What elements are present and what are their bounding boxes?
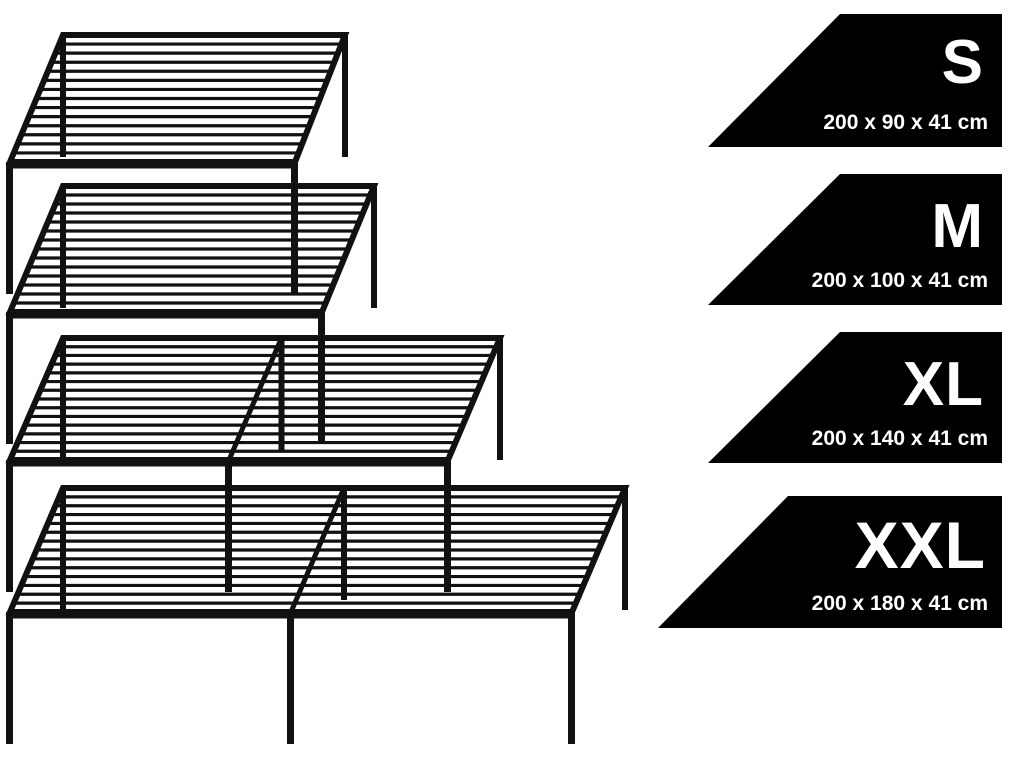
size-dimensions: 200 x 180 x 41 cm xyxy=(811,592,988,615)
size-label-s: S 200 x 90 x 41 cm xyxy=(708,14,1002,147)
size-dimensions: 200 x 90 x 41 cm xyxy=(823,111,988,134)
bed-frame-xl xyxy=(5,335,505,592)
bed-frame-xxl xyxy=(5,485,630,744)
bed-frame-m xyxy=(5,183,379,444)
label-background xyxy=(658,496,1002,628)
size-label-xxl: XXL 200 x 180 x 41 cm xyxy=(658,496,1002,628)
label-background xyxy=(708,174,1002,305)
label-background xyxy=(708,14,1002,147)
size-label-xl: XL 200 x 140 x 41 cm xyxy=(708,332,1002,463)
size-dimensions: 200 x 140 x 41 cm xyxy=(811,427,988,450)
bed-frames-illustration xyxy=(5,32,630,744)
size-dimensions: 200 x 100 x 41 cm xyxy=(811,269,988,292)
size-code: S xyxy=(941,28,984,97)
size-label-m: M 200 x 100 x 41 cm xyxy=(708,174,1002,305)
size-code: M xyxy=(931,192,984,261)
size-code: XXL xyxy=(854,508,986,582)
size-code: XL xyxy=(902,350,984,419)
bed-frame-s xyxy=(5,32,350,294)
label-background xyxy=(708,332,1002,463)
